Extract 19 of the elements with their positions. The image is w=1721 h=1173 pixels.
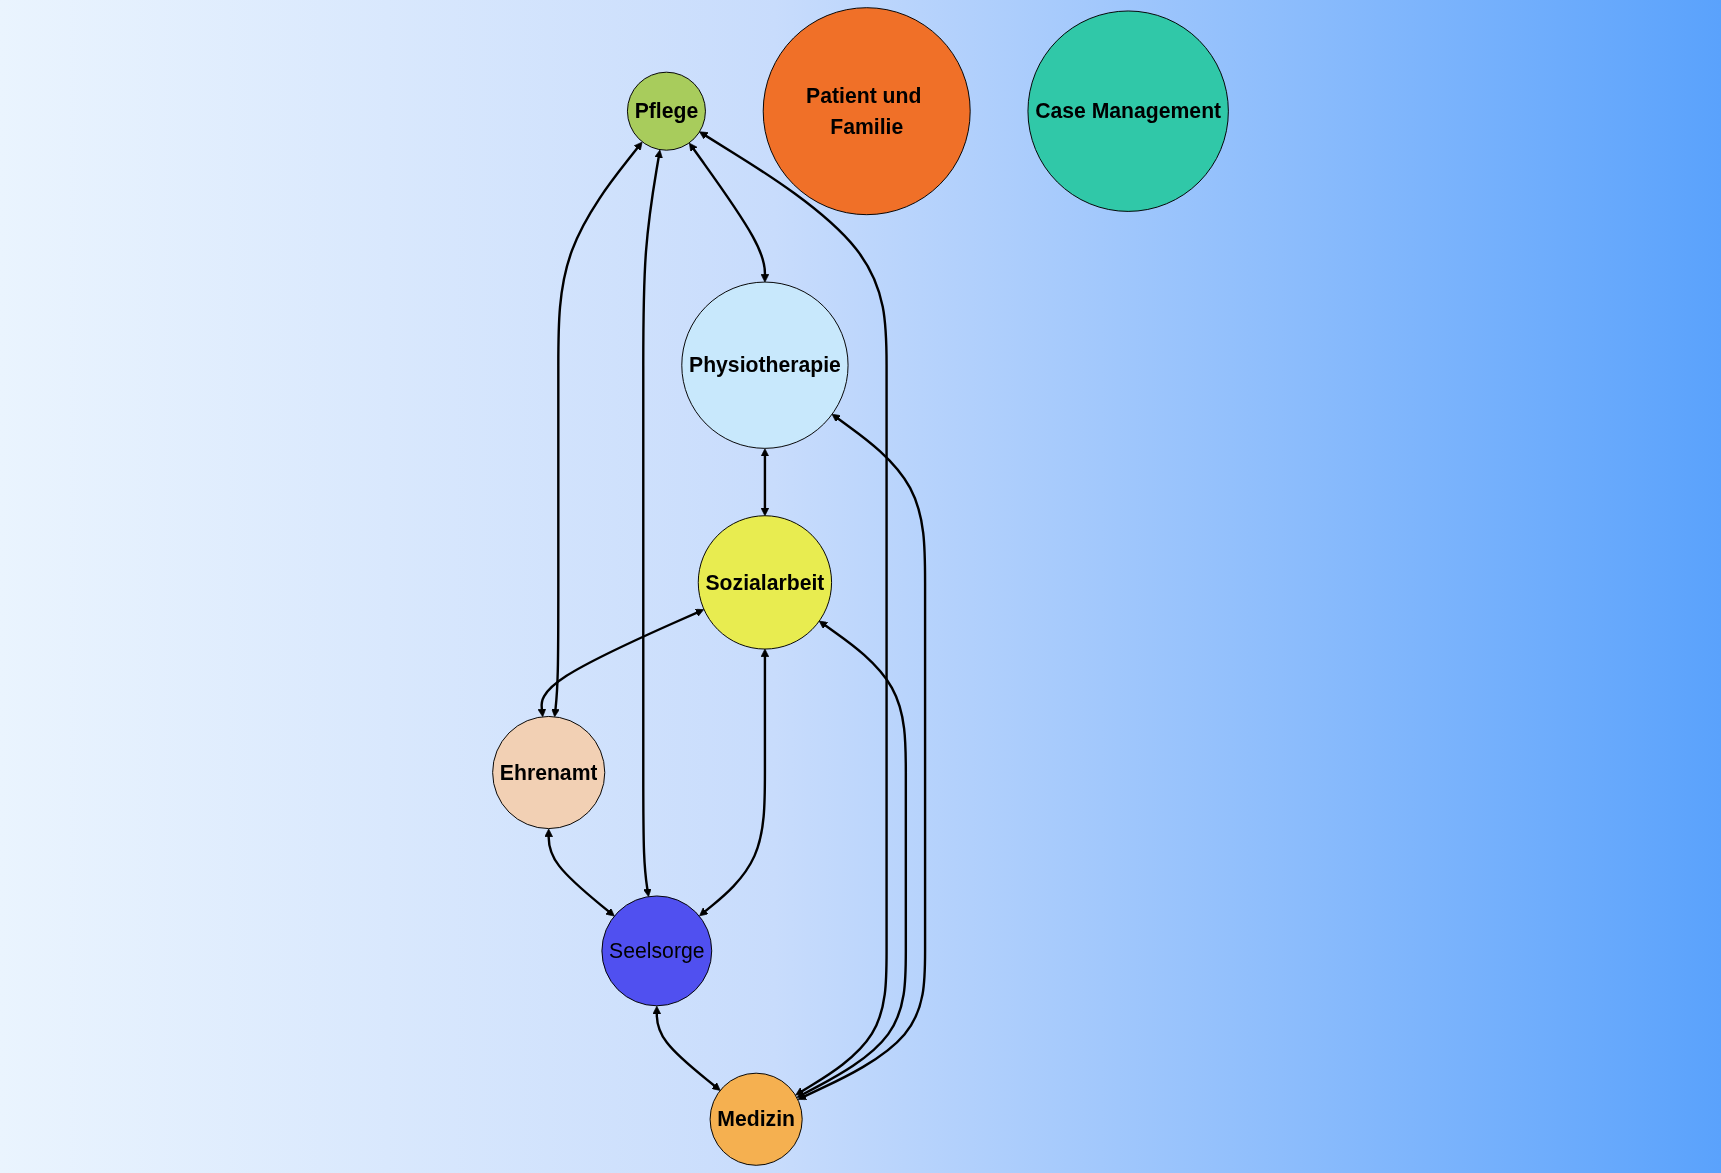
node-circle: Medizin [709,1072,803,1166]
node-circle: Sozialarbeit [697,515,833,650]
node-circle: Case Management [1027,10,1229,212]
node-circle: Physiotherapie [681,281,849,449]
arrow [544,828,615,917]
arrow [797,413,927,1100]
arrow [796,620,908,1098]
arrow [551,141,643,718]
arrow [699,131,888,1096]
node-circle: Pflege [626,71,706,151]
arrow [642,149,663,897]
arrow [760,448,770,517]
arrow [537,608,705,718]
node-circle: Ehrenamt [492,715,606,830]
node-circle: Patient und Familie [762,7,971,216]
arrow [699,648,770,917]
arrow [689,142,770,283]
node-circle: Seelsorge [601,895,713,1007]
arrow [652,1005,721,1091]
